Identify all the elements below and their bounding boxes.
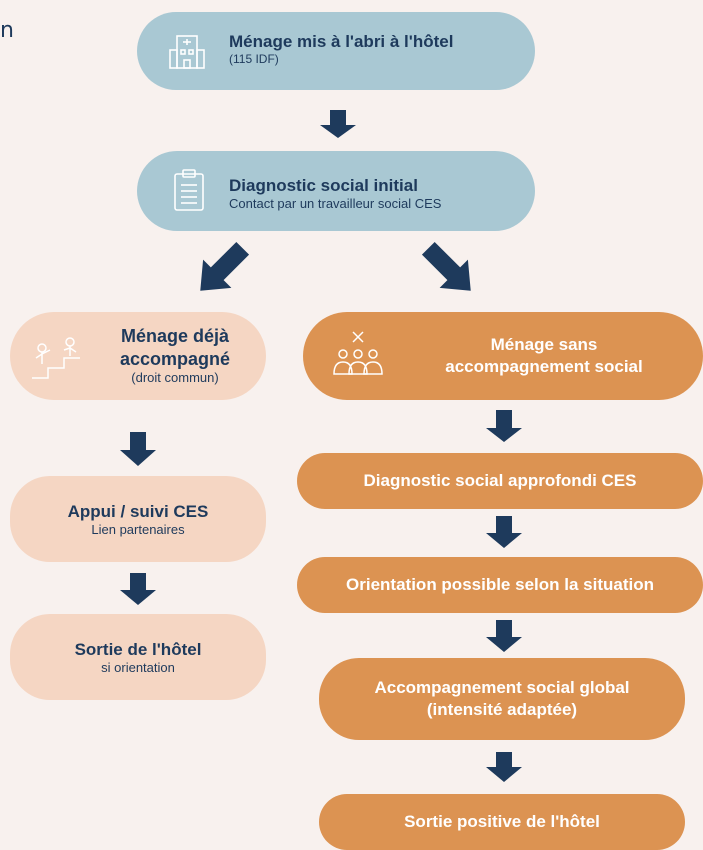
left-step2-title: Appui / suivi CES	[67, 501, 209, 521]
clipboard-checklist-icon	[171, 168, 207, 214]
group-people-icon	[331, 328, 385, 380]
right-header-line2: accompagnement social	[445, 357, 643, 376]
left-step3-node: Sortie de l'hôtel si orientation	[10, 614, 266, 700]
right-step3-node: Orientation possible selon la situation	[297, 557, 703, 613]
right-step4-line2: (intensité adaptée)	[426, 700, 578, 719]
left-step2-subtitle: Lien partenaires	[91, 521, 185, 537]
start-subtitle: (115 IDF)	[229, 52, 279, 66]
cropped-heading-fragment: n	[0, 18, 14, 43]
right-step3-label: Orientation possible selon la situation	[346, 575, 654, 594]
right-step5-label: Sortie positive de l'hôtel	[404, 812, 600, 831]
arrow-down-left-1	[120, 432, 156, 466]
start-title: Ménage mis à l'abri à l'hôtel	[229, 32, 454, 51]
arrow-down-left-2	[120, 573, 156, 605]
left-step3-title: Sortie de l'hôtel	[74, 639, 202, 659]
left-header-node: Ménage déjà accompagné (droit commun)	[10, 312, 266, 400]
diagnostic-initial-subtitle: Contact par un travailleur social CES	[229, 196, 442, 211]
diagnostic-initial-node: Diagnostic social initial Contact par un…	[137, 151, 535, 231]
start-node: Ménage mis à l'abri à l'hôtel (115 IDF)	[137, 12, 535, 90]
arrow-down-right-1	[486, 410, 522, 442]
left-header-line1: Ménage déjà	[120, 326, 230, 346]
right-step5-node: Sortie positive de l'hôtel	[319, 794, 685, 850]
arrow-down-right-2	[486, 516, 522, 548]
left-header-line2: accompagné	[119, 349, 231, 369]
right-step4-node: Accompagnement social global (intensité …	[319, 658, 685, 740]
hotel-building-icon	[167, 32, 207, 72]
right-step2-label: Diagnostic social approfondi CES	[363, 471, 637, 490]
arrow-diagonal-right	[421, 241, 471, 291]
right-step4-line1: Accompagnement social global	[374, 678, 630, 697]
people-helping-climb-icon	[28, 334, 90, 382]
arrow-diagonal-left	[200, 241, 250, 291]
arrow-down-right-3	[486, 620, 522, 652]
left-step2-node: Appui / suivi CES Lien partenaires	[10, 476, 266, 562]
right-step2-node: Diagnostic social approfondi CES	[297, 453, 703, 509]
arrow-down-1	[320, 110, 356, 138]
right-header-node: Ménage sans accompagnement social	[303, 312, 703, 400]
right-header-line1: Ménage sans	[490, 335, 598, 354]
left-header-subtitle: (droit commun)	[131, 370, 219, 385]
diagnostic-initial-title: Diagnostic social initial	[229, 176, 418, 195]
arrow-down-right-4	[486, 752, 522, 782]
left-step3-subtitle: si orientation	[101, 659, 175, 675]
